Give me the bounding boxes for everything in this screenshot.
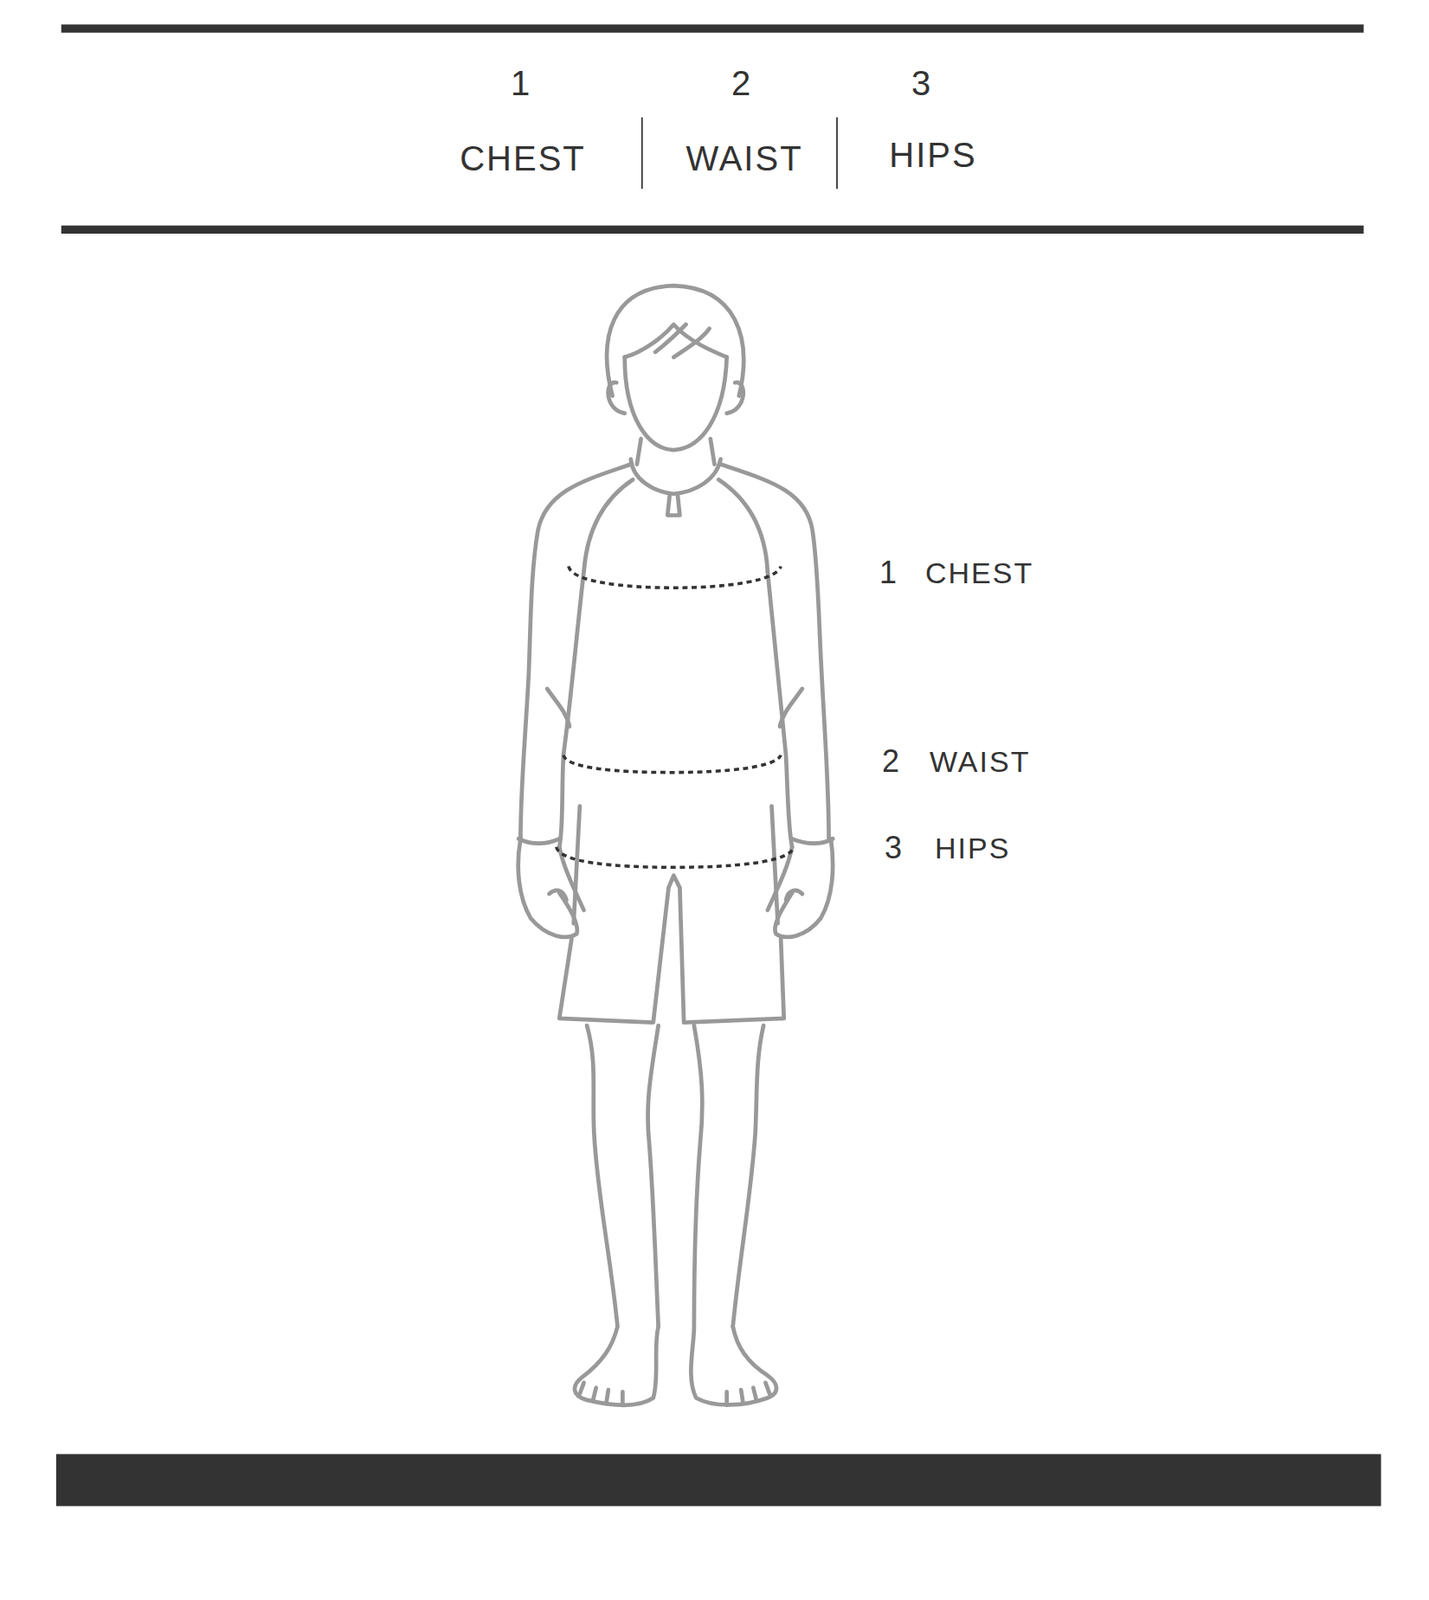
measure-line xyxy=(556,566,795,868)
callout-number: 3 xyxy=(884,832,904,864)
measure-label: HIPS xyxy=(934,833,1011,863)
measure-label: CHEST xyxy=(925,558,1034,588)
header-rule xyxy=(61,24,1365,33)
column-heading: WAIST xyxy=(685,141,803,176)
column-divider xyxy=(836,117,838,190)
callout-number: 2 xyxy=(881,746,902,778)
column-heading: HIPS xyxy=(888,137,977,173)
header-rule xyxy=(61,225,1365,234)
column-heading: CHEST xyxy=(459,141,586,176)
column-number: 2 xyxy=(731,65,753,101)
measure-label: WAIST xyxy=(929,746,1030,777)
column-divider xyxy=(641,117,644,190)
column-number: 3 xyxy=(911,65,933,101)
column-number: 1 xyxy=(510,65,532,101)
child-figure xyxy=(518,285,834,1406)
footer-bar xyxy=(56,1454,1382,1507)
callout-number: 1 xyxy=(879,557,899,589)
